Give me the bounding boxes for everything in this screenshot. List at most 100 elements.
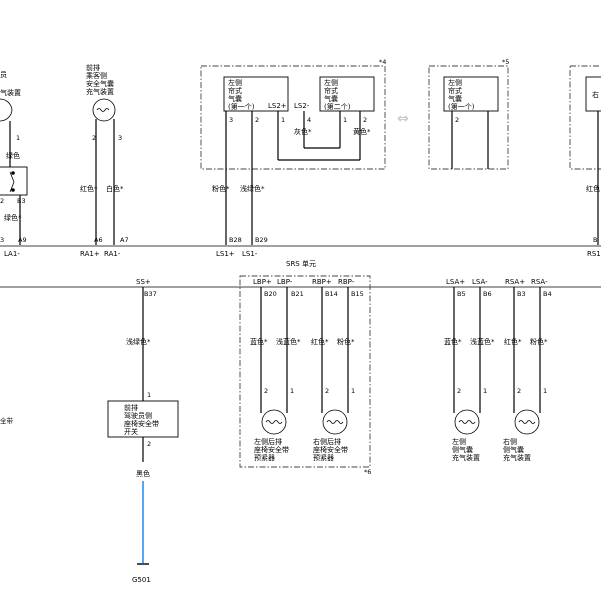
curtain-alt-line-3: 气囊	[448, 94, 462, 103]
fp-label-4: 充气装置	[86, 87, 114, 96]
curtain-box2-pin-d: 2	[363, 116, 367, 124]
side-term-1: LSA+	[446, 278, 465, 286]
driver-buckle-group: SS+ B37 浅绿色* 1 前排 驾驶员侧 座椅安全带 开关 2 黑色 G50…	[107, 278, 179, 584]
curtain-left-group: *4 左侧 帘式 气囊 (第一个) 左侧 帘式 气囊 (第二个) LS2+ LS…	[200, 58, 386, 258]
buckle-terminal: SS+	[136, 278, 151, 286]
pretensioner-note: *6	[364, 468, 371, 476]
pret-term-1: LBP+	[253, 278, 272, 286]
side-pin-4: 1	[543, 387, 547, 395]
curtain-box-2	[319, 76, 375, 112]
curtain-inner-term-2: LS2-	[294, 102, 310, 110]
pret-color-2: 浅蓝色*	[276, 337, 301, 346]
fp-conn-pin-2: A7	[120, 236, 129, 244]
pret-right-squib	[326, 420, 344, 424]
fp-terminal-2: RA1-	[104, 250, 121, 258]
left-conn-pin-2: A9	[18, 236, 27, 244]
curtain-alt-line-4: (第一个)	[448, 102, 475, 111]
alternate-arrow-icon: ⇔	[397, 111, 409, 127]
pret-left-label-1: 左侧后排	[254, 437, 282, 446]
side-term-2: LSA-	[472, 278, 488, 286]
left-conn-pin-1: 3	[0, 236, 4, 244]
buckle-label-4: 开关	[124, 427, 138, 436]
curtain-conn-pin-2: B29	[255, 236, 268, 244]
buckle-label-1: 前排	[124, 403, 138, 412]
side-color-2: 浅蓝色*	[470, 337, 495, 346]
pret-pin-2: 1	[290, 387, 294, 395]
fp-pin-1: 2	[92, 134, 96, 142]
curtain-terminal-1: LS1+	[216, 250, 235, 258]
right-edge-terminal: RS1	[587, 250, 601, 258]
curtain-wire-color-1: 粉色*	[212, 184, 230, 193]
left-switch-dot-1	[11, 171, 15, 175]
curtain-box2-pin-c: 1	[343, 116, 347, 124]
curtain-box1-pin-2: 2	[255, 116, 259, 124]
buckle-label-3: 座椅安全带	[124, 419, 159, 428]
buckle-pin-top: 1	[147, 391, 151, 399]
pret-conn-3: B14	[325, 290, 338, 298]
front-passenger-airbag-group: 前排 乘客侧 安全气囊 充气装置 2 3 红色* 白色* A6 A7 RA1+ …	[80, 63, 129, 258]
right-edge-box	[585, 76, 601, 112]
pret-pin-3: 2	[325, 387, 329, 395]
curtain-box-1	[223, 76, 289, 112]
curtain-wire-color-2: 浅绿色*	[240, 184, 265, 193]
left-edge-group: 员 气装置 1 绿色 2 B3 绿色* 3 A9 LA1- 全带	[0, 71, 28, 425]
fp-airbag-squib	[96, 108, 110, 112]
curtain-alt-pin: 2	[455, 116, 459, 124]
side-left-icon	[454, 409, 480, 435]
pret-color-1: 蓝色*	[250, 337, 268, 346]
curtain-box2-line-1: 左侧	[324, 78, 338, 87]
side-pin-1: 2	[457, 387, 461, 395]
side-airbag-group: LSA+ LSA- RSA+ RSA- B5 B6 B3 B4 蓝色* 浅蓝色*…	[444, 278, 552, 462]
pret-color-3: 红色*	[311, 337, 329, 346]
right-edge-conn-pin: B	[593, 236, 597, 244]
pret-left-squib	[265, 420, 283, 424]
buckle-label-2: 驾驶员侧	[124, 411, 152, 420]
right-edge-wire-color: 红色	[586, 184, 600, 193]
pret-pin-4: 1	[351, 387, 355, 395]
left-pin-1: 1	[16, 134, 20, 142]
curtain-conn-pin-1: B28	[229, 236, 242, 244]
right-edge-frame	[569, 65, 601, 170]
curtain-alt-group: *5 左侧 帘式 气囊 (第一个) 2	[428, 58, 509, 170]
pret-conn-4: B15	[351, 290, 364, 298]
curtain-box2-pin-a: 1	[281, 116, 285, 124]
fp-label-1: 前排	[86, 63, 100, 72]
curtain-alt-frame	[428, 65, 509, 170]
side-pin-2: 1	[483, 387, 487, 395]
side-right-label-2: 侧气囊	[503, 445, 524, 454]
pret-conn-1: B20	[264, 290, 277, 298]
curtain-mid-color-2: 黄色*	[353, 127, 371, 136]
right-edge-box-text: 右	[592, 90, 599, 99]
curtain-box1-line-3: 气囊	[228, 94, 242, 103]
curtain-box1-line-4: (第一个)	[228, 102, 255, 111]
buckle-conn-pin: B37	[144, 290, 157, 298]
curtain-box2-line-3: 气囊	[324, 94, 338, 103]
left-airbag-symbol	[0, 98, 13, 122]
side-term-4: RSA-	[531, 278, 548, 286]
curtain-left-note: *4	[379, 58, 386, 66]
side-right-icon	[514, 409, 540, 435]
side-left-label-2: 侧气囊	[452, 445, 473, 454]
fp-label-2: 乘客侧	[86, 71, 107, 80]
curtain-box1-line-2: 帘式	[228, 86, 242, 95]
left-switch-symbol	[9, 171, 15, 193]
curtain-mid-color-1: 灰色*	[294, 127, 312, 136]
side-color-3: 红色*	[504, 337, 522, 346]
fp-wire-color-2: 白色*	[106, 184, 124, 193]
curtain-left-frame	[200, 65, 386, 170]
pret-color-4: 粉色*	[337, 337, 355, 346]
left-device-label-1: 员	[0, 71, 7, 79]
left-lower-pin-b: B3	[17, 197, 26, 205]
pret-pin-1: 2	[264, 387, 268, 395]
side-conn-3: B3	[517, 290, 526, 298]
side-left-label-3: 充气装置	[452, 453, 480, 462]
side-conn-4: B4	[543, 290, 552, 298]
curtain-alt-line-2: 帘式	[448, 86, 462, 95]
curtain-inner-term-1: LS2+	[268, 102, 287, 110]
side-term-3: RSA+	[505, 278, 525, 286]
side-right-label-1: 右侧	[503, 437, 517, 446]
side-right-squib	[518, 420, 536, 424]
ground-label: G501	[132, 576, 151, 584]
pret-term-4: RBP-	[338, 278, 355, 286]
fp-conn-pin-1: A6	[94, 236, 103, 244]
